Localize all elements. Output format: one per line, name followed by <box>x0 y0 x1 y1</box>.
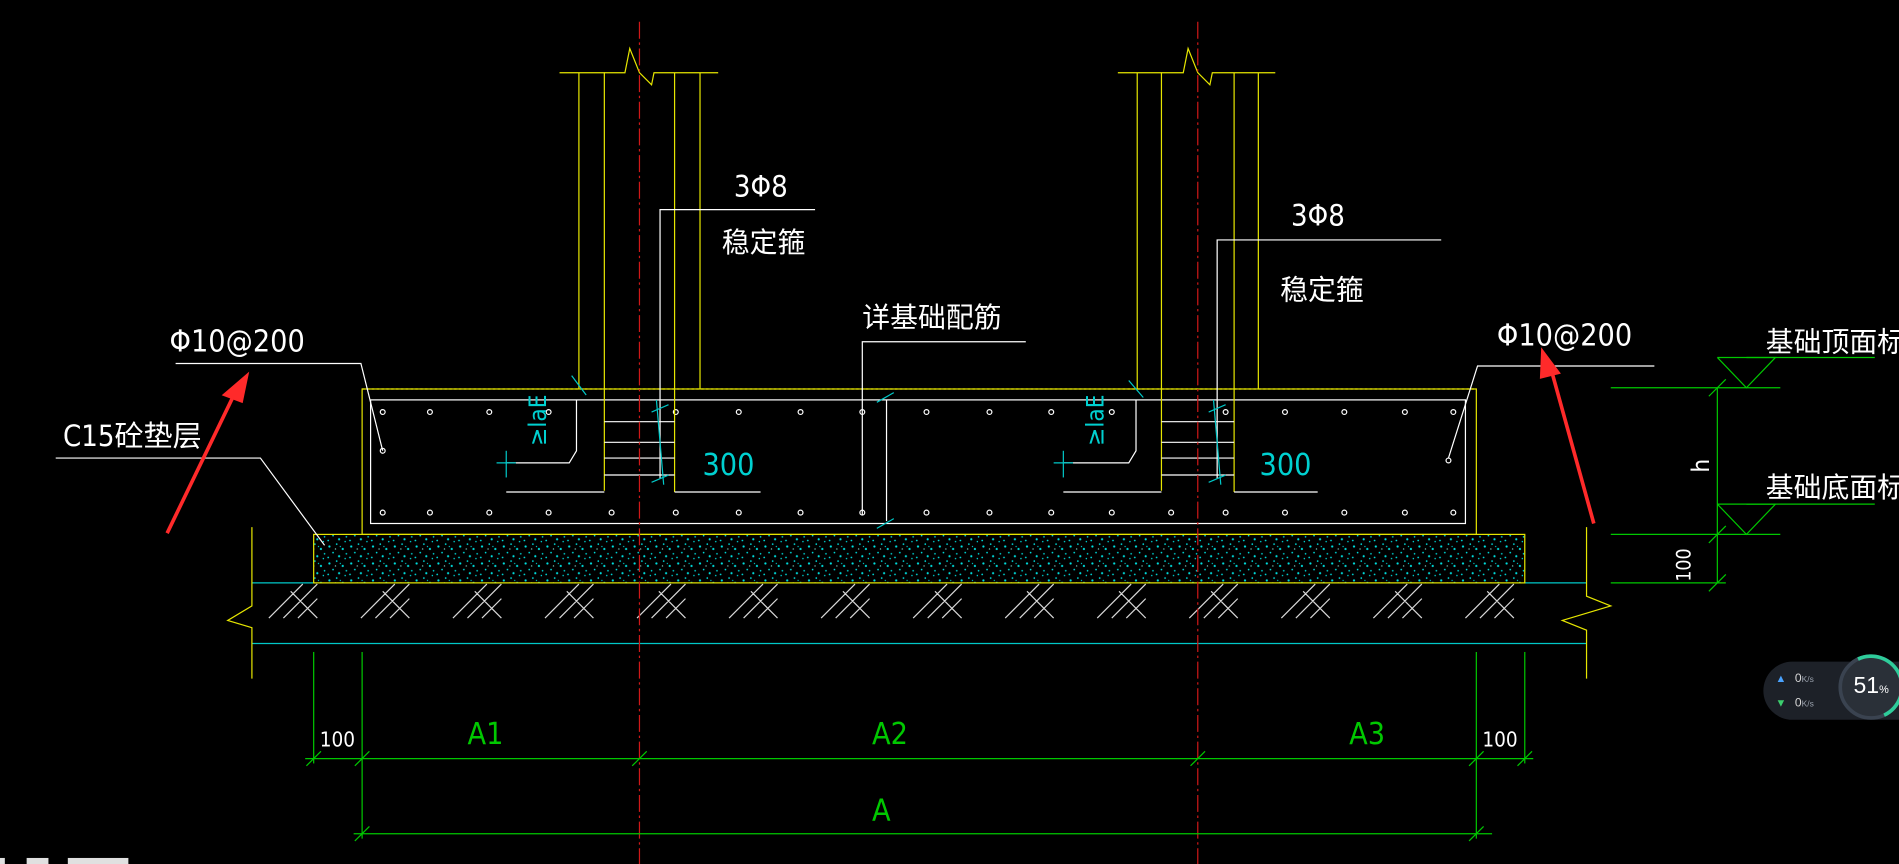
arrow-down-icon: ▼ <box>1775 696 1787 709</box>
download-speed: ▼ 0K/s <box>1775 696 1848 711</box>
dim-300-right: 300 <box>1260 448 1312 483</box>
cushion-label: C15砼垫层 <box>63 419 202 453</box>
download-value: 0 <box>1794 696 1802 711</box>
dim-a3: A3 <box>1349 717 1385 752</box>
anchor-label-left: ≥laE <box>524 394 552 445</box>
elevation-markers <box>1610 356 1875 592</box>
tab-marker <box>67 857 129 864</box>
stirrup-name-left: 稳定箍 <box>722 226 806 259</box>
upload-value: 0 <box>1794 672 1802 686</box>
usage-value: 51 <box>1853 673 1880 700</box>
stirrup-spec-right: 3Φ8 <box>1291 198 1345 232</box>
dim-right-offset: 100 <box>1482 727 1517 751</box>
elevation-bottom-label: 基础底面标高 <box>1766 471 1899 504</box>
foundation-rebar-label: 详基础配筋 <box>862 301 1001 334</box>
dim-a1: A1 <box>467 717 503 752</box>
bottom-tab-strip[interactable] <box>0 855 146 864</box>
dimension-lines <box>305 651 1534 842</box>
upload-unit: K/s <box>1801 676 1814 685</box>
tab-marker <box>26 857 49 864</box>
drawing-labels: 3Φ8 稳定箍 3Φ8 稳定箍 Φ10@200 Φ10@200 C15砼垫层 详… <box>63 169 1899 828</box>
height-label: h <box>1687 459 1715 473</box>
concrete-cushion <box>313 533 1526 584</box>
tab-marker <box>0 857 5 864</box>
dim-a2: A2 <box>872 717 908 752</box>
rebar-label-left: Φ10@200 <box>170 324 305 359</box>
dim-left-offset: 100 <box>320 727 355 751</box>
dim-300-left: 300 <box>702 448 754 483</box>
rebar-dots <box>379 408 1457 516</box>
usage-unit: % <box>1879 683 1889 696</box>
usage-gauge-label: 51% <box>1842 658 1899 716</box>
foundation-rebar-leader <box>861 341 1026 529</box>
rebar-leaders <box>55 362 1655 546</box>
arrow-up-icon: ▲ <box>1775 672 1787 685</box>
elevation-top-label: 基础顶面标高 <box>1766 325 1899 358</box>
soil-hatching <box>268 583 1515 619</box>
foundation-body <box>361 388 1477 536</box>
download-unit: K/s <box>1801 700 1814 709</box>
stirrup-spec-left: 3Φ8 <box>734 169 788 203</box>
cushion-thickness-label: 100 <box>1673 548 1696 581</box>
rebar-label-right: Φ10@200 <box>1497 318 1632 353</box>
annotation-arrows <box>165 347 1596 534</box>
stirrup-name-right: 稳定箍 <box>1280 273 1364 306</box>
column-right <box>1053 46 1442 493</box>
upload-speed: ▲ 0K/s <box>1775 671 1848 686</box>
usage-gauge[interactable]: 51% <box>1829 645 1899 730</box>
dim-total: A <box>872 793 891 828</box>
center-lines <box>638 21 1199 864</box>
column-left <box>496 46 816 493</box>
anchor-label-right: ≥laE <box>1081 394 1109 445</box>
